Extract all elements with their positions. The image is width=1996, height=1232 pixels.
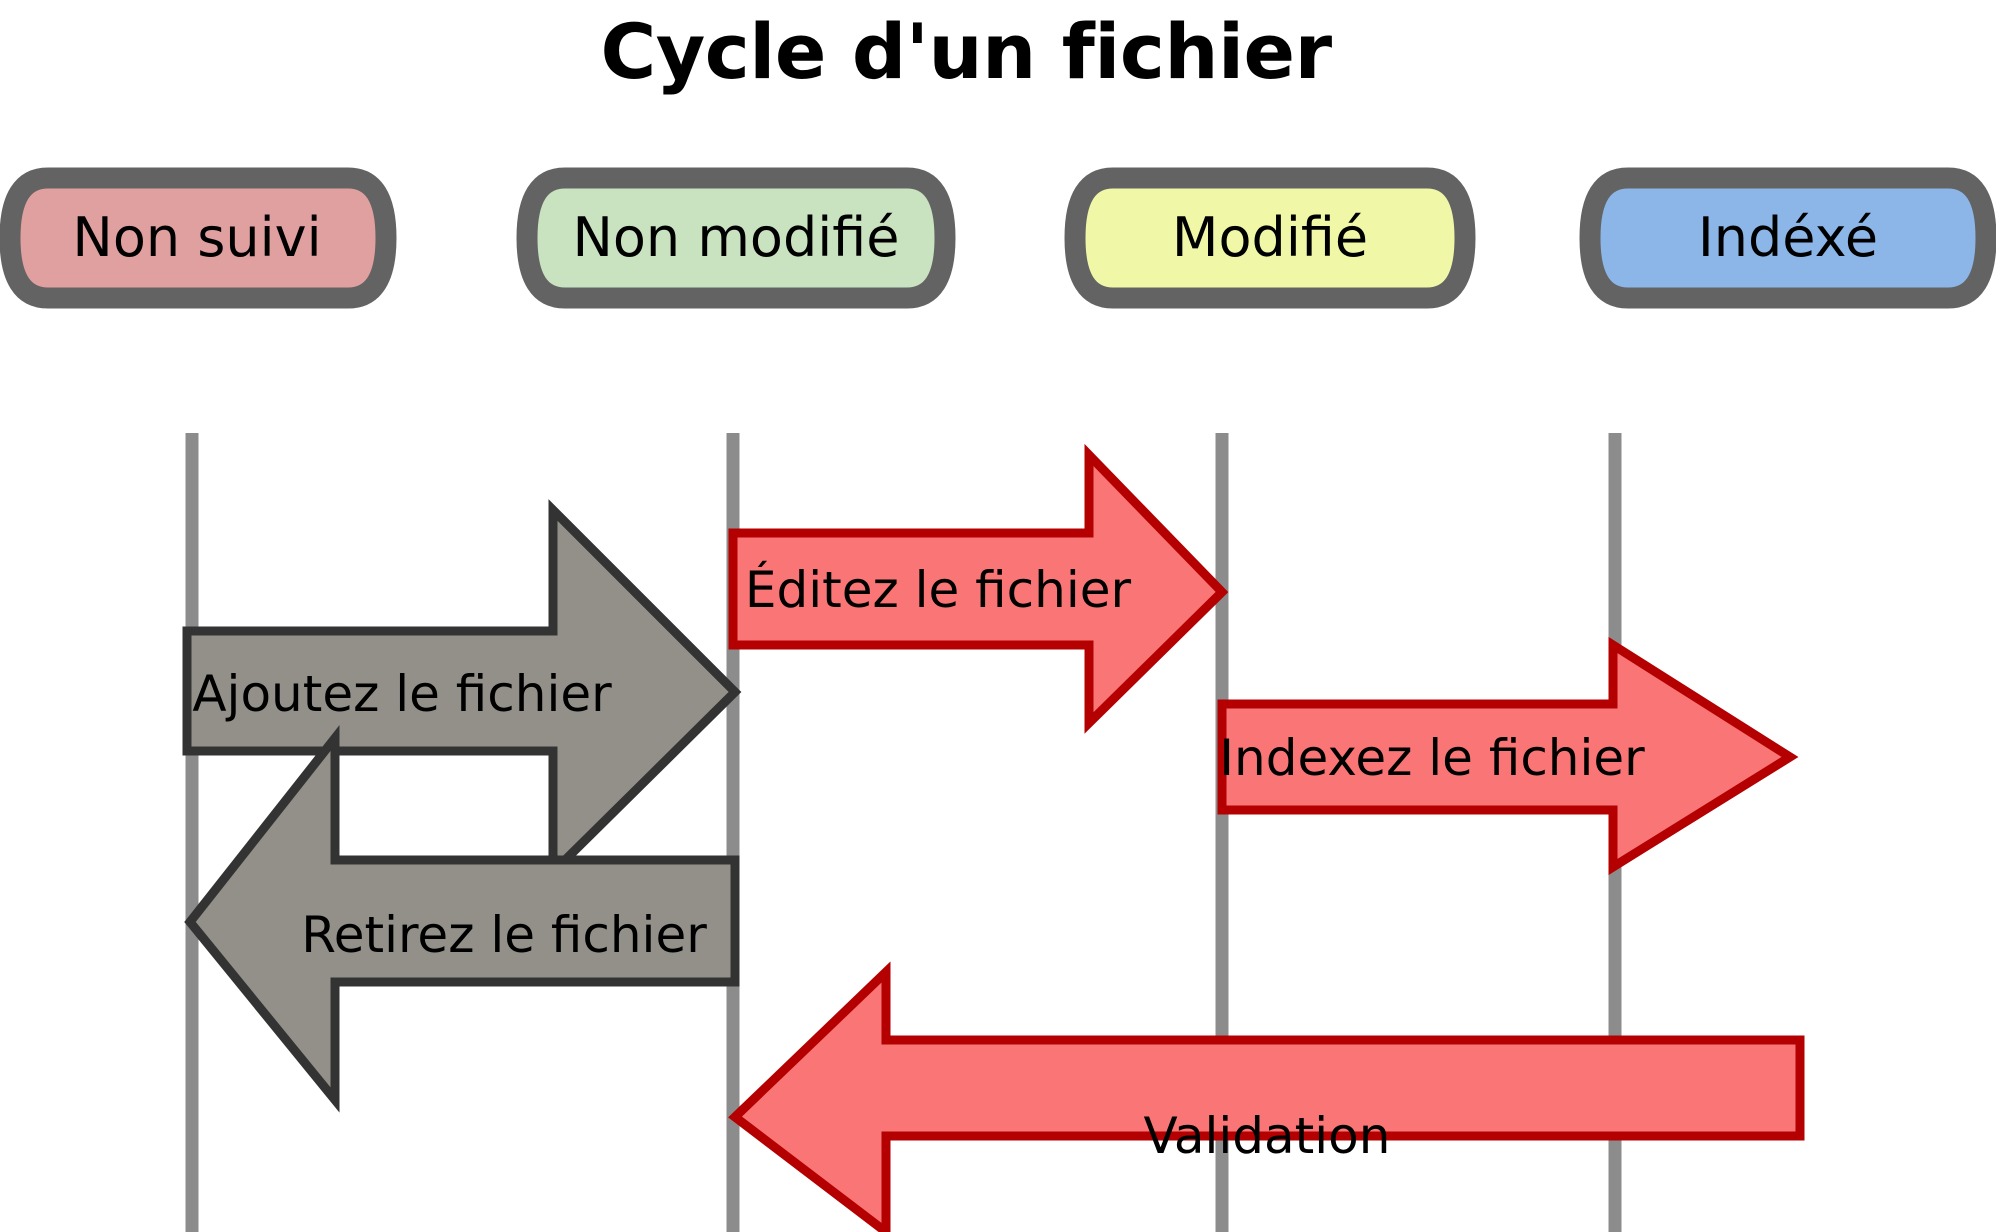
state-box-unmodified[interactable]: Non modifié [516, 167, 956, 309]
arrow-shape-stage [1217, 636, 1799, 876]
state-box-modified[interactable]: Modifié [1064, 167, 1476, 309]
state-shape-staged [1579, 167, 1996, 309]
arrow-shape-edit [728, 443, 1229, 734]
state-label-unmodified: Non modifié [573, 206, 900, 269]
arrow-shape-commit [728, 961, 1805, 1232]
state-box-staged[interactable]: Indéxé [1579, 167, 1996, 309]
transition-arrow-remove[interactable]: Retirez le fichier [184, 725, 740, 1113]
transition-label-stage: Indexez le fichier [1219, 729, 1645, 787]
transition-label-edit: Éditez le fichier [745, 560, 1132, 619]
state-box-untracked[interactable]: Non suivi [0, 167, 397, 309]
state-shape-modified [1064, 167, 1476, 309]
transition-label-add: Ajoutez le fichier [192, 665, 612, 723]
state-label-untracked: Non suivi [72, 206, 321, 269]
state-shape-untracked [0, 167, 397, 309]
transition-label-commit: Validation [1144, 1107, 1391, 1165]
arrow-shape-remove [184, 725, 740, 1113]
arrow-shape-add [182, 499, 742, 883]
transition-label-remove: Retirez le fichier [301, 906, 707, 964]
transition-arrow-edit[interactable]: Éditez le fichier [728, 443, 1229, 734]
state-label-modified: Modifié [1172, 206, 1368, 269]
state-label-staged: Indéxé [1698, 206, 1878, 269]
transition-arrow-commit[interactable]: Validation [728, 961, 1805, 1232]
transition-arrow-add[interactable]: Ajoutez le fichier [182, 499, 742, 883]
state-shape-unmodified [516, 167, 956, 309]
page-title: Cycle d'un fichier [600, 7, 1332, 96]
transition-arrow-stage[interactable]: Indexez le fichier [1217, 636, 1799, 876]
